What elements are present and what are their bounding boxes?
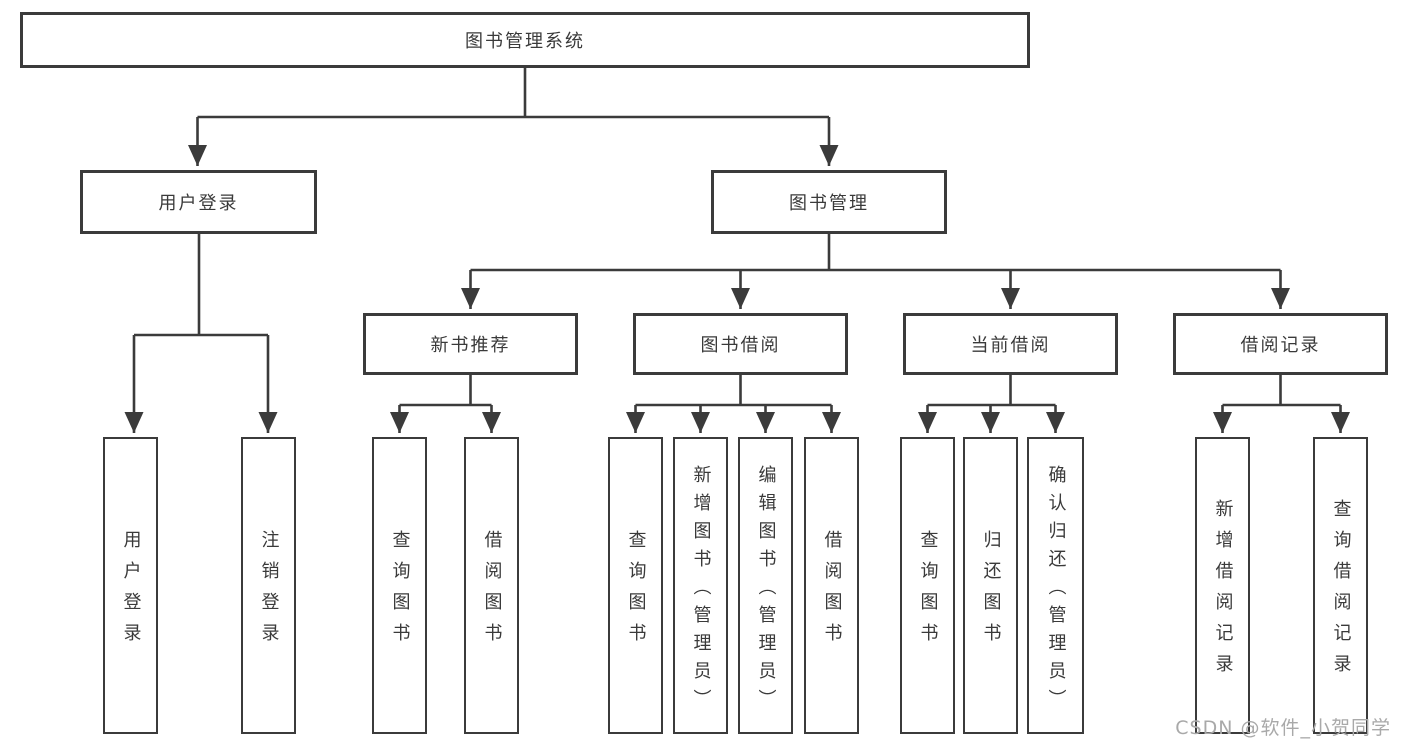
node-leaf-records-query-record: 查询借阅记录 xyxy=(1313,437,1368,734)
node-label: 新书推荐 xyxy=(430,335,511,356)
node-current-borrowing: 当前借阅 xyxy=(903,313,1118,375)
node-label: 注销登录 xyxy=(258,530,280,654)
node-book-borrowing: 图书借阅 xyxy=(633,313,848,375)
node-label: 确认归还（管理员） xyxy=(1045,464,1067,717)
node-leaf-current-return-books: 归还图书 xyxy=(963,437,1018,734)
node-label: 借阅记录 xyxy=(1240,335,1321,356)
node-label: 借阅图书 xyxy=(481,530,503,654)
node-label: 查询借阅记录 xyxy=(1330,499,1352,685)
node-leaf-current-confirm-return-admin: 确认归还（管理员） xyxy=(1027,437,1084,734)
node-user-login: 用户登录 xyxy=(80,170,317,234)
node-label: 当前借阅 xyxy=(970,335,1051,356)
node-new-book-recommend: 新书推荐 xyxy=(363,313,578,375)
node-leaf-borrowing-query-books: 查询图书 xyxy=(608,437,663,734)
node-library-management-system: 图书管理系统 xyxy=(20,12,1030,68)
node-label: 用户登录 xyxy=(158,193,239,214)
node-leaf-records-add-record: 新增借阅记录 xyxy=(1195,437,1250,734)
node-label: 编辑图书（管理员） xyxy=(755,464,777,717)
node-leaf-logout: 注销登录 xyxy=(241,437,296,734)
node-label: 新增图书（管理员） xyxy=(690,464,712,717)
node-leaf-borrowing-borrow-books: 借阅图书 xyxy=(804,437,859,734)
node-label: 借阅图书 xyxy=(821,530,843,654)
node-label: 查询图书 xyxy=(625,530,647,654)
node-label: 查询图书 xyxy=(917,530,939,654)
node-label: 图书借阅 xyxy=(700,335,781,356)
node-borrowing-records: 借阅记录 xyxy=(1173,313,1388,375)
node-label: 用户登录 xyxy=(120,530,142,654)
node-label: 图书管理 xyxy=(789,193,869,214)
node-leaf-recommend-query-books: 查询图书 xyxy=(372,437,427,734)
node-label: 归还图书 xyxy=(980,530,1002,654)
node-leaf-user-login: 用户登录 xyxy=(103,437,158,734)
node-book-management: 图书管理 xyxy=(711,170,947,234)
node-label: 图书管理系统 xyxy=(465,31,585,52)
csdn-watermark: CSDN @软件_小贺同学 xyxy=(1175,717,1391,739)
node-label: 查询图书 xyxy=(389,530,411,654)
node-label: 新增借阅记录 xyxy=(1212,499,1234,685)
node-leaf-borrowing-edit-books-admin: 编辑图书（管理员） xyxy=(738,437,793,734)
node-leaf-borrowing-add-books-admin: 新增图书（管理员） xyxy=(673,437,728,734)
node-leaf-recommend-borrow-books: 借阅图书 xyxy=(464,437,519,734)
node-leaf-current-query-books: 查询图书 xyxy=(900,437,955,734)
